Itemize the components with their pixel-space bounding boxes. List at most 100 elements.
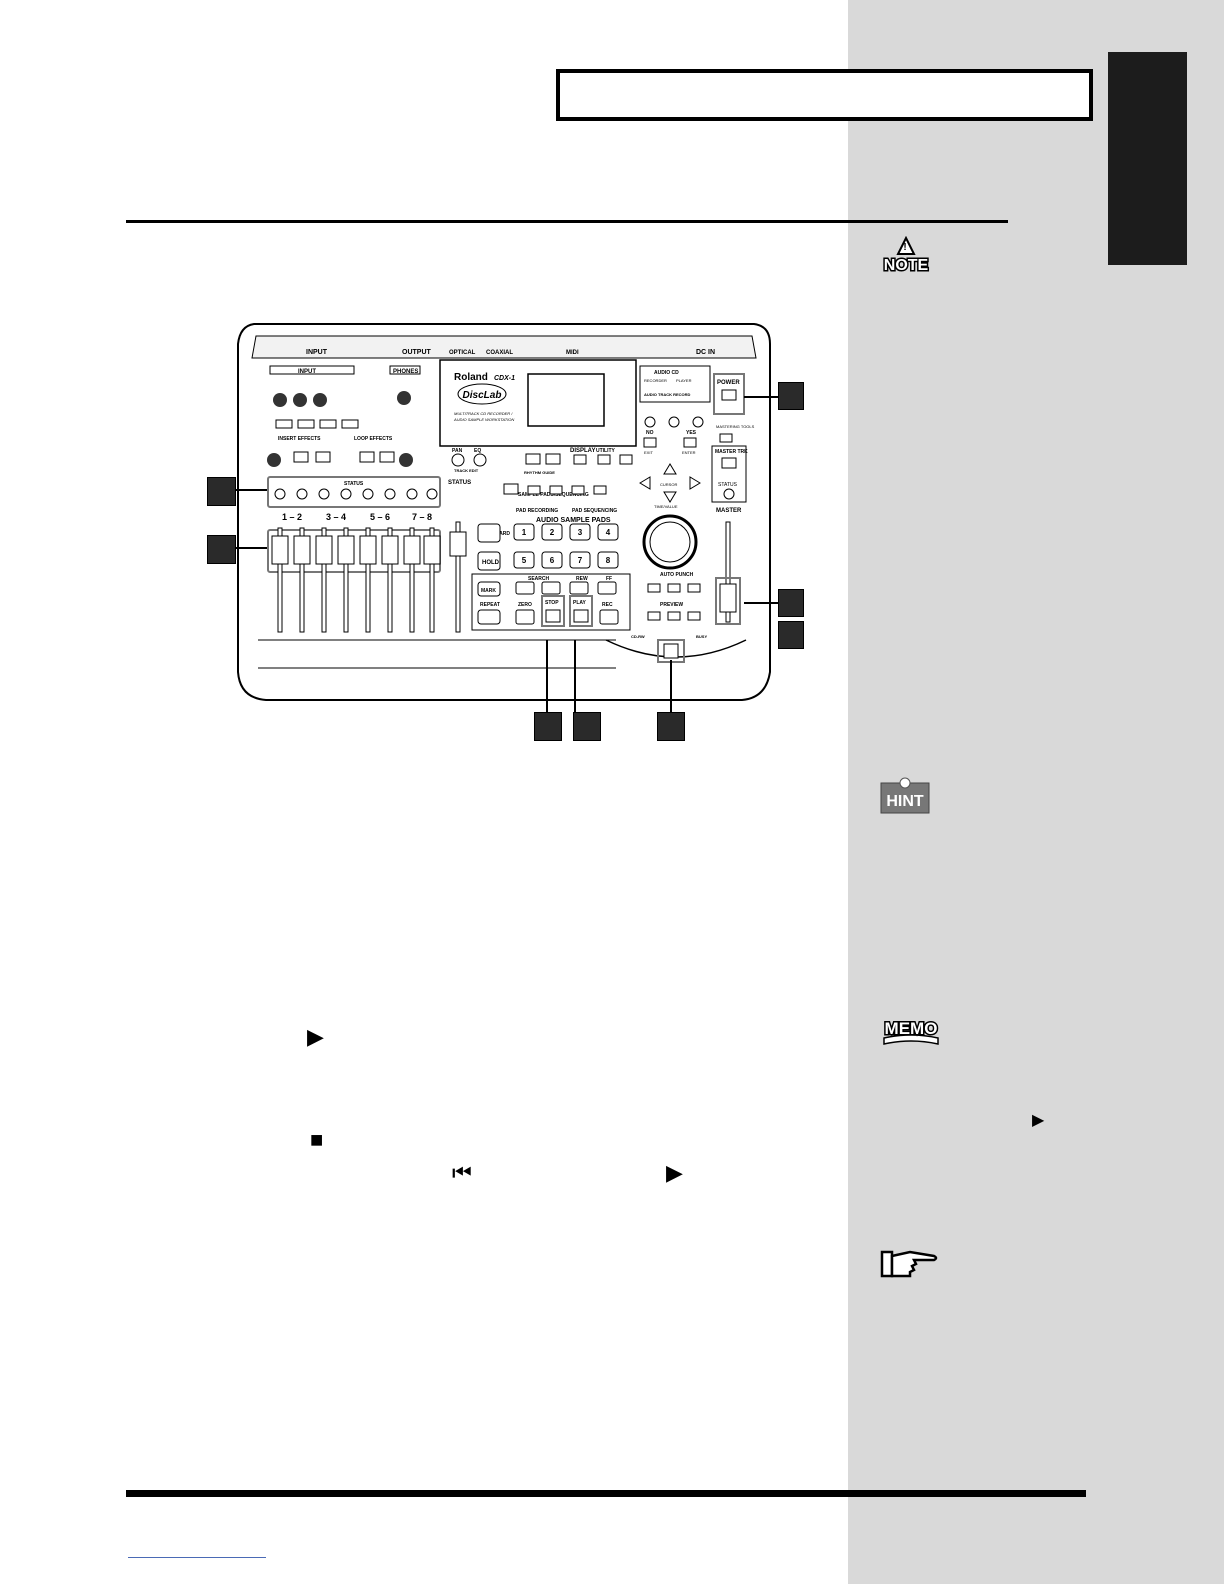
pad-2: 2 xyxy=(550,528,555,537)
brand-label: Roland xyxy=(454,372,488,383)
callout-line-stop xyxy=(546,640,548,712)
callout-line-faders xyxy=(235,547,267,549)
enter-label: ENTER xyxy=(682,450,696,455)
pad-3: 3 xyxy=(578,528,583,537)
cd-rw-label: CD-RW xyxy=(631,634,645,639)
play-symbol-2: ▶ xyxy=(666,1160,683,1185)
coaxial-label: COAXIAL xyxy=(486,350,513,356)
callout-marker-play xyxy=(573,712,601,741)
callout-line-master xyxy=(744,602,778,604)
utility-label: UTILITY xyxy=(596,448,616,454)
footer-link[interactable] xyxy=(128,1557,266,1558)
repeat-label: REPEAT xyxy=(480,602,500,608)
memo-icon-label: MEMO xyxy=(885,1019,938,1038)
pad-8: 8 xyxy=(606,556,611,565)
callout-line-play xyxy=(574,640,576,712)
channel-pair-3: 5 – 6 xyxy=(370,512,390,522)
channel-pair-1: 1 – 2 xyxy=(282,512,302,522)
play-label: PLAY xyxy=(573,600,587,606)
pad-1: 1 xyxy=(522,528,527,537)
hint-icon-label: HINT xyxy=(886,793,924,810)
player-label: PLAYER xyxy=(676,378,692,383)
input-jack-label: INPUT xyxy=(306,349,328,356)
pad-6: 6 xyxy=(550,556,555,565)
loop-effects-label: LOOP EFFECTS xyxy=(354,436,393,442)
subtitle-line-1: MULTITRACK CD RECORDER / xyxy=(454,411,513,416)
mastering-tools-label: MASTERING TOOLS xyxy=(716,424,755,429)
display-label: DISPLAY xyxy=(570,448,595,454)
pad-recording-label: PAD RECORDING xyxy=(516,508,558,514)
pad-5: 5 xyxy=(522,556,527,565)
pad-7: 7 xyxy=(578,556,583,565)
audio-track-record-label: AUDIO TRACK RECORD xyxy=(644,392,691,397)
exit-label: EXIT xyxy=(644,450,653,455)
play-symbol: ▶ xyxy=(307,1024,324,1049)
callout-line-status xyxy=(235,489,267,491)
busy-label: BUSY xyxy=(696,634,707,639)
sample-pads-seq-label: SAMPLE PADS/SEQUENCING xyxy=(518,492,589,498)
pad-4: 4 xyxy=(606,528,611,537)
zero-symbol: ⏮ xyxy=(452,1160,472,1185)
master-trk-label: MASTER TRK xyxy=(715,449,748,455)
pad-status-label: STATUS xyxy=(448,480,471,486)
disclab-logo: DiscLab xyxy=(463,390,502,401)
dc-in-label: DC IN xyxy=(696,349,715,356)
track-edit-label: TRACK EDIT xyxy=(454,468,479,473)
master-status-label: STATUS xyxy=(718,482,738,488)
master-label: MASTER xyxy=(716,508,742,514)
hint-icon: HINT xyxy=(880,775,930,815)
mark-label: MARK xyxy=(481,588,496,594)
auto-punch-label: AUTO PUNCH xyxy=(660,572,694,578)
channel-pair-2: 3 – 4 xyxy=(326,512,346,522)
phones-label: PHONES xyxy=(393,369,418,375)
ff-label: FF xyxy=(606,576,612,582)
svg-text:!: ! xyxy=(903,242,906,253)
zero-label: ZERO xyxy=(518,602,532,608)
rhythm-guide-label: RHYTHM GUIDE xyxy=(524,470,555,475)
audio-cd-label: AUDIO CD xyxy=(654,370,679,376)
preview-label: PREVIEW xyxy=(660,602,683,608)
output-jack-label: OUTPUT xyxy=(402,349,432,356)
recorder-label: RECORDER xyxy=(644,378,667,383)
note-icon: ! NOTE xyxy=(878,235,934,280)
reference-hand-icon xyxy=(880,1248,938,1280)
callout-line-power xyxy=(744,396,778,398)
callout-marker-master-2 xyxy=(778,621,804,649)
memo-icon: MEMO xyxy=(878,1012,944,1046)
chapter-tab xyxy=(1108,52,1187,265)
insert-effects-label: INSERT EFFECTS xyxy=(278,436,321,442)
callout-marker-stop xyxy=(534,712,562,741)
channel-pair-4: 7 – 8 xyxy=(412,512,432,522)
pan-label: PAN xyxy=(452,448,463,454)
callout-marker-faders xyxy=(207,535,236,564)
cursor-label: CURSOR xyxy=(660,482,677,487)
callout-marker-tray xyxy=(657,712,685,741)
pad-sequencing-label: PAD SEQUENCING xyxy=(572,508,617,514)
time-value-label: TIME/VALUE xyxy=(654,504,678,509)
no-label: NO xyxy=(646,430,654,436)
midi-label: MIDI xyxy=(566,350,579,356)
optical-label: OPTICAL xyxy=(449,350,476,356)
rew-label: REW xyxy=(576,576,588,582)
callout-marker-status xyxy=(207,477,236,506)
memo-play-symbol: ▶ xyxy=(1032,1112,1045,1129)
subtitle-line-2: AUDIO SAMPLE WORKSTATION xyxy=(453,417,514,422)
section-header-box xyxy=(556,69,1093,121)
cdx1-device-illustration: INPUT OUTPUT OPTICAL COAXIAL MIDI DC IN … xyxy=(236,322,772,736)
stop-label: STOP xyxy=(545,600,559,606)
eq-label: EQ xyxy=(474,448,481,454)
status-leds xyxy=(274,488,438,500)
callout-marker-master xyxy=(778,589,804,617)
note-icon-label: NOTE xyxy=(884,257,929,274)
search-label: SEARCH xyxy=(528,576,550,582)
top-rule xyxy=(126,220,1008,223)
callout-line-tray xyxy=(670,660,672,712)
input-section-label: INPUT xyxy=(298,369,316,375)
model-label: CDX-1 xyxy=(494,375,515,382)
rec-label: REC xyxy=(602,602,613,608)
status-label: STATUS xyxy=(344,481,364,487)
bottom-rule xyxy=(126,1490,1086,1497)
audio-sample-pads-label: AUDIO SAMPLE PADS xyxy=(536,517,611,524)
callout-marker-power xyxy=(778,382,804,410)
power-label: POWER xyxy=(717,380,740,386)
